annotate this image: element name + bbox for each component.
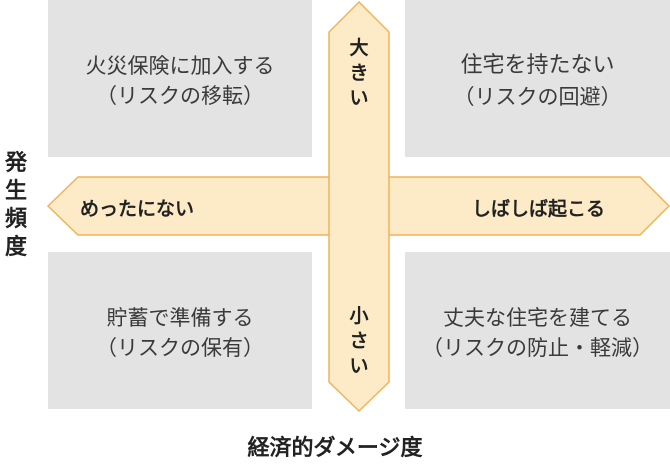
- vertical-double-arrow: [328, 0, 390, 413]
- quadrant-bottom-left-subtitle: （リスクの保有）: [96, 335, 264, 360]
- quadrant-top-right-subtitle: （リスクの回避）: [453, 84, 622, 109]
- y-axis-title: 発生頻度: [4, 151, 27, 260]
- quadrant-top-right-title: 住宅を持たない: [460, 52, 615, 78]
- quadrant-bottom-left: 貯蓄で準備する （リスクの保有）: [48, 252, 312, 409]
- quadrant-bottom-right: 丈夫な住宅を建てる （リスクの防止・軽減）: [405, 252, 670, 409]
- x-axis-title: 経済的ダメージ度: [247, 436, 423, 461]
- axis-label-often: しばしば起こる: [472, 198, 606, 220]
- quadrant-top-left: 火災保険に加入する （リスクの移転）: [48, 0, 312, 157]
- axis-label-small: 小さい: [349, 305, 369, 377]
- quadrant-bottom-right-title: 丈夫な住宅を建てる: [443, 305, 632, 330]
- quadrant-top-right: 住宅を持たない （リスクの回避）: [405, 0, 670, 157]
- quadrant-bottom-left-title: 貯蓄で準備する: [106, 305, 254, 330]
- quadrant-top-left-title: 火災保険に加入する: [85, 53, 275, 78]
- axis-label-rarely: めったにない: [80, 198, 195, 220]
- axis-label-large: 大きい: [349, 37, 369, 109]
- quadrant-bottom-right-subtitle: （リスクの防止・軽減）: [422, 335, 653, 360]
- quadrant-top-left-subtitle: （リスクの移転）: [96, 83, 264, 108]
